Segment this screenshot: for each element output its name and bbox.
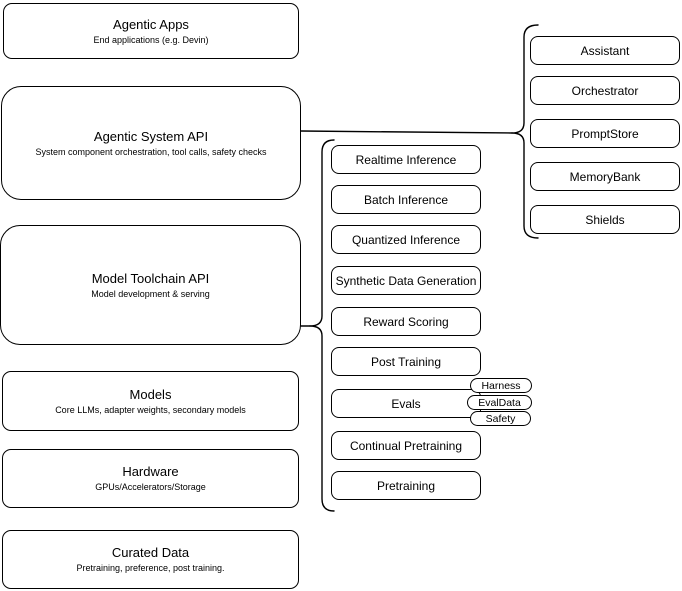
node-label: Shields xyxy=(585,212,625,227)
node-label: PromptStore xyxy=(571,126,639,141)
node-label: Orchestrator xyxy=(571,83,639,98)
node-label: Continual Pretraining xyxy=(349,438,463,453)
node-label: Batch Inference xyxy=(363,192,449,207)
node-synthetic-data-generation: Synthetic Data Generation xyxy=(331,266,481,295)
node-continual-pretraining: Continual Pretraining xyxy=(331,431,481,460)
node-pretraining: Pretraining xyxy=(331,471,481,500)
node-agentic-apps: Agentic Apps End applications (e.g. Devi… xyxy=(3,3,299,59)
node-title: Curated Data xyxy=(111,545,190,560)
node-hardware: Hardware GPUs/Accelerators/Storage xyxy=(2,449,299,508)
node-title: Hardware xyxy=(122,464,179,479)
node-label: Quantized Inference xyxy=(351,232,461,247)
node-label: Pretraining xyxy=(376,478,436,493)
node-promptstore: PromptStore xyxy=(530,119,680,148)
connector-system-api xyxy=(300,130,513,134)
tag-label: Safety xyxy=(485,412,516,425)
node-title: Agentic Apps xyxy=(113,16,189,32)
node-label: Synthetic Data Generation xyxy=(335,273,477,288)
node-label: Realtime Inference xyxy=(355,152,457,167)
node-subtitle: System component orchestration, tool cal… xyxy=(35,146,267,157)
node-title: Model Toolchain API xyxy=(91,270,210,286)
node-subtitle: Model development & serving xyxy=(91,288,210,299)
node-label: Reward Scoring xyxy=(363,314,449,329)
node-subtitle: GPUs/Accelerators/Storage xyxy=(95,482,206,492)
node-shields: Shields xyxy=(530,205,680,234)
tag-safety: Safety xyxy=(470,411,531,426)
node-models: Models Core LLMs, adapter weights, secon… xyxy=(2,371,299,431)
node-agentic-system-api: Agentic System API System component orch… xyxy=(1,86,301,200)
node-label: Assistant xyxy=(580,43,630,58)
node-label: Post Training xyxy=(370,354,442,369)
node-quantized-inference: Quantized Inference xyxy=(331,225,481,254)
tag-harness: Harness xyxy=(470,378,532,393)
tag-label: EvalData xyxy=(478,396,521,409)
node-reward-scoring: Reward Scoring xyxy=(331,307,481,336)
node-subtitle: Core LLMs, adapter weights, secondary mo… xyxy=(55,404,246,415)
node-title: Agentic System API xyxy=(93,128,209,144)
tag-evaldata: EvalData xyxy=(467,395,532,410)
tag-label: Harness xyxy=(481,379,521,392)
node-realtime-inference: Realtime Inference xyxy=(331,145,481,174)
node-label: Evals xyxy=(391,396,421,411)
node-assistant: Assistant xyxy=(530,36,680,65)
node-subtitle: Pretraining, preference, post training. xyxy=(76,563,225,573)
node-curated-data: Curated Data Pretraining, preference, po… xyxy=(2,530,299,589)
node-orchestrator: Orchestrator xyxy=(530,76,680,105)
node-post-training: Post Training xyxy=(331,347,481,376)
node-subtitle: End applications (e.g. Devin) xyxy=(93,34,209,45)
node-memorybank: MemoryBank xyxy=(530,162,680,191)
node-batch-inference: Batch Inference xyxy=(331,185,481,214)
node-model-toolchain-api: Model Toolchain API Model development & … xyxy=(0,225,301,345)
node-label: MemoryBank xyxy=(569,169,641,184)
node-evals: Evals xyxy=(331,389,481,418)
node-title: Models xyxy=(129,386,172,402)
